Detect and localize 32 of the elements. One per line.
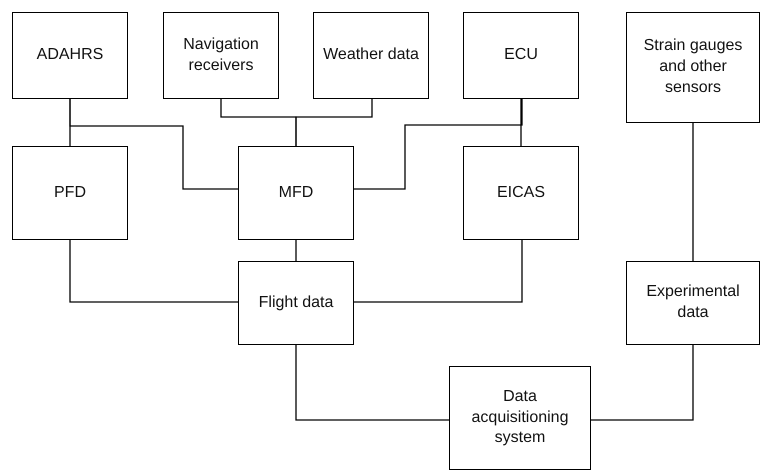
connector-line <box>354 99 523 190</box>
box-label: Navigation receivers <box>182 34 260 76</box>
connector-line <box>295 99 373 146</box>
process-box <box>313 12 429 99</box>
process-box <box>626 261 760 345</box>
process-box <box>163 12 279 99</box>
connector-line <box>295 240 297 261</box>
box-label: Experimental data <box>645 282 741 323</box>
connector-line <box>354 240 523 303</box>
connector-line <box>520 99 522 146</box>
box-label: Data acquisitioning system <box>470 386 570 448</box>
box-label: ADAHRS <box>36 45 104 66</box>
box-label: MFD <box>278 182 314 203</box>
connector-line <box>69 240 238 303</box>
box-label: EICAS <box>496 182 545 203</box>
process-box <box>463 146 579 240</box>
process-box <box>463 12 579 99</box>
connector-line <box>591 345 694 421</box>
process-box <box>626 12 760 123</box>
box-label: ECU <box>504 45 538 66</box>
process-box <box>449 366 591 470</box>
connector-line <box>69 99 238 190</box>
connector-line <box>295 345 449 421</box>
box-label: PFD <box>54 182 86 203</box>
box-label: Flight data <box>258 292 334 313</box>
process-box <box>238 146 354 240</box>
process-box <box>12 146 128 240</box>
box-label: Weather data <box>323 45 419 66</box>
box-label: Strain gauges and other sensors <box>642 36 744 98</box>
connector-line <box>692 123 694 261</box>
process-box <box>238 261 354 345</box>
process-box <box>12 12 128 99</box>
